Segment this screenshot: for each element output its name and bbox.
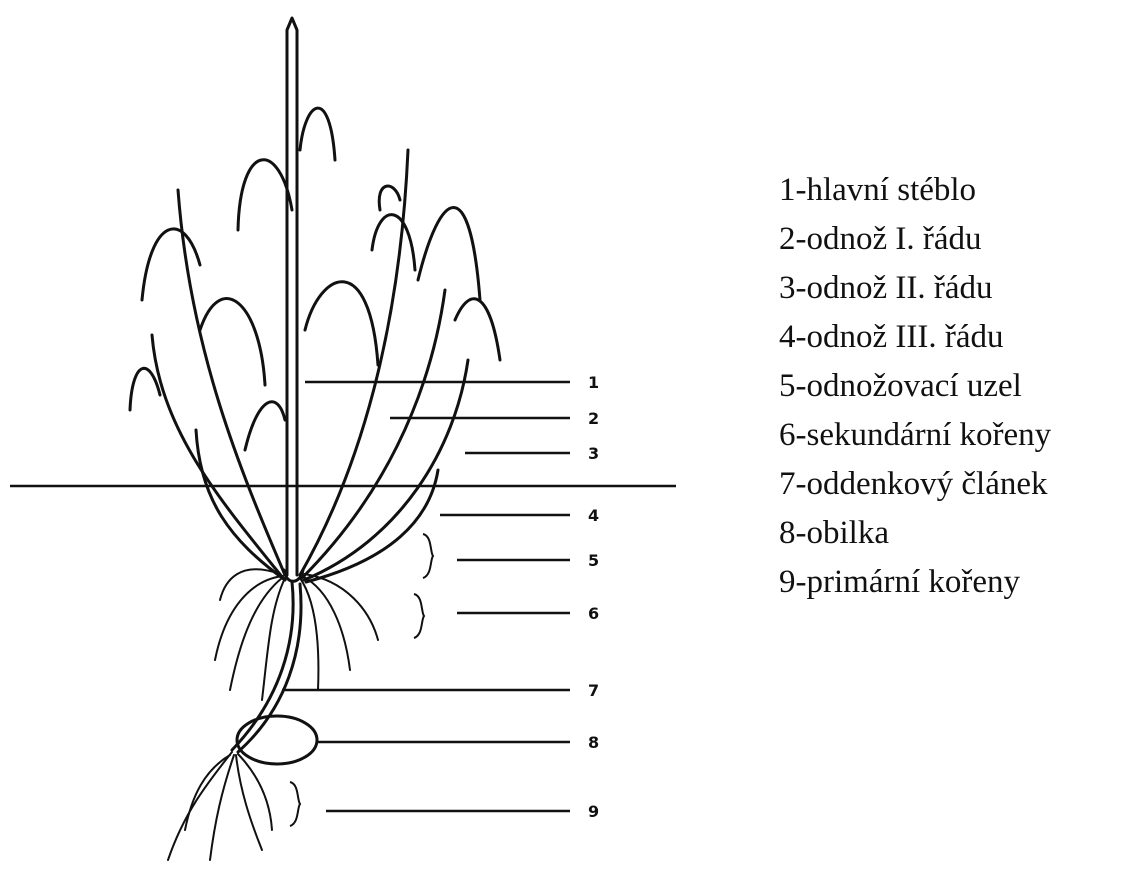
leaf (418, 208, 480, 301)
brace (423, 534, 433, 578)
secondary-root (220, 569, 280, 600)
callout-number: 5 (588, 551, 599, 570)
secondary-root (300, 578, 318, 690)
primary-root (168, 752, 232, 860)
rhizome-segment (238, 584, 301, 752)
legend-item: 3-odnož II. řádu (779, 264, 1051, 313)
legend-item: 5-odnožovací uzel (779, 362, 1051, 411)
callout-numbers: 1 2 3 4 5 6 7 8 9 (588, 373, 599, 821)
leaf (305, 282, 378, 365)
main-stem (287, 18, 297, 575)
cereal-plant-drawing (130, 18, 500, 860)
callout-number: 4 (588, 506, 599, 525)
leaf (238, 160, 292, 230)
legend-item: 2-odnož I. řádu (779, 215, 1051, 264)
leaf (130, 368, 160, 410)
leaf (245, 402, 285, 450)
leaf (372, 215, 415, 270)
legend-item: 8-obilka (779, 509, 1051, 558)
legend-item: 7-oddenkový článek (779, 460, 1051, 509)
callout-number: 8 (588, 733, 599, 752)
callout-number: 6 (588, 604, 599, 623)
callout-number: 2 (588, 409, 599, 428)
leaf (300, 108, 335, 160)
legend-item: 4-odnož III. řádu (779, 313, 1051, 362)
callout-number: 1 (588, 373, 599, 392)
brace (290, 782, 300, 826)
callout-number: 9 (588, 802, 599, 821)
legend-item: 6-sekundární kořeny (779, 411, 1051, 460)
legend-item: 1-hlavní stéblo (779, 166, 1051, 215)
tiller-stem (196, 430, 285, 580)
legend-item: 9-primární kořeny (779, 558, 1051, 607)
primary-root (236, 755, 262, 850)
legend: 1-hlavní stéblo 2-odnož I. řádu 3-odnož … (779, 166, 1051, 607)
primary-root (210, 755, 234, 860)
callout-number: 7 (588, 681, 599, 700)
leaf (379, 186, 400, 210)
callout-number: 3 (588, 444, 599, 463)
secondary-root (230, 578, 282, 690)
leaf (455, 299, 500, 360)
brace (414, 594, 424, 638)
